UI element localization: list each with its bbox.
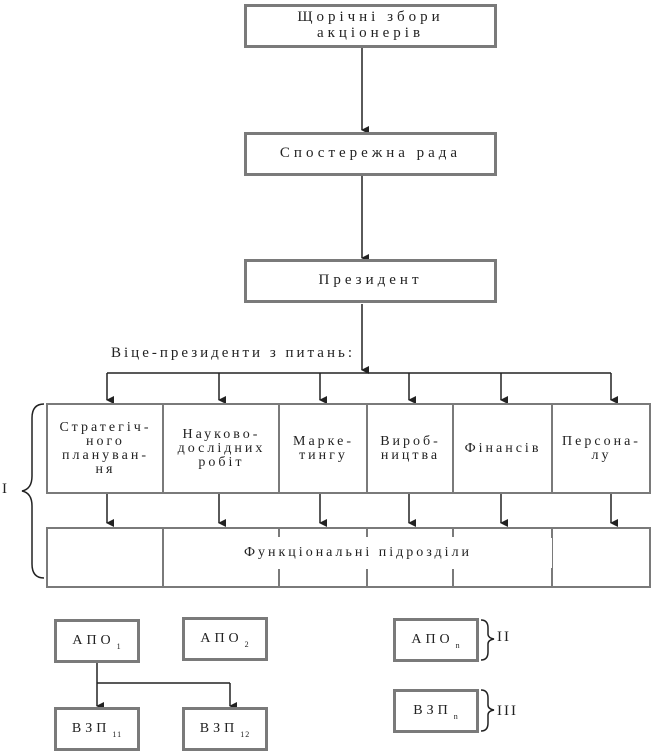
apo-n-subscript: n <box>455 640 461 650</box>
apo-2-subscript: 2 <box>244 639 250 649</box>
functional-units-label: Функціональні підрозділи <box>164 538 552 568</box>
dept-marketing: Марке- тингу <box>293 434 354 463</box>
vzp-n-label: ВЗП <box>413 702 452 718</box>
vzp-11-label: ВЗП <box>71 720 111 736</box>
level-three-label: III <box>497 703 518 719</box>
dept-personnel: Персона- лу <box>562 434 641 463</box>
level-two-label: II <box>497 629 511 645</box>
functional-grid <box>46 527 651 588</box>
vzp-n-subscript: n <box>453 711 459 721</box>
department-grid <box>46 403 651 494</box>
supervisory-board-label: Спостережна рада <box>279 145 462 162</box>
brace-level-2 <box>480 619 495 661</box>
shareholders-meeting-label: Щорічні збори акціонерів <box>297 9 444 41</box>
dept-production: Вироб- ництва <box>380 434 441 463</box>
level-one-label: I <box>2 481 9 497</box>
vzp-12-label: ВЗП <box>199 720 239 736</box>
apo-1-label: АПО <box>72 632 115 648</box>
dept-research: Науково- дослідних робіт <box>177 427 266 470</box>
brace-level-3 <box>480 689 495 732</box>
vzp-11-subscript: 11 <box>112 729 123 739</box>
apo-1-subscript: 1 <box>116 641 122 651</box>
vp-heading: Віце-президенти з питань: <box>111 345 355 361</box>
president-box: Президент <box>244 259 497 303</box>
apo-2-label: АПО <box>200 630 243 646</box>
dept-finance: Фінансів <box>464 441 542 456</box>
vzp-12-subscript: 12 <box>240 729 251 739</box>
dept-strategic-planning: Стратегіч- ного плануван- ня <box>59 420 152 477</box>
supervisory-board-box: Спостережна рада <box>244 132 497 176</box>
president-label: Президент <box>318 272 423 289</box>
shareholders-meeting-box: Щорічні збори акціонерів <box>244 4 497 48</box>
brace-level-1 <box>21 403 45 579</box>
apo-n-label: АПО <box>411 631 454 647</box>
